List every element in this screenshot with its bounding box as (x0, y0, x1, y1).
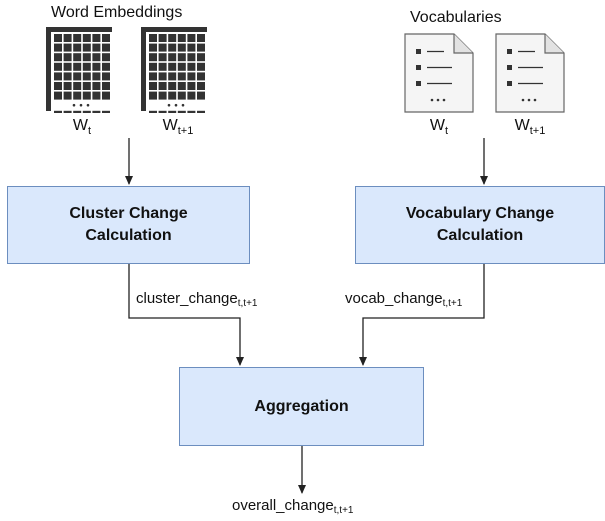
matrix-icon (141, 27, 207, 113)
vocab-box-line1: Vocabulary Change (405, 205, 555, 222)
embedding-label-t: Wt (72, 117, 92, 137)
vocab-box-line2: Calculation (436, 227, 524, 244)
document-icon (495, 33, 565, 113)
cluster-box-line2: Calculation (85, 227, 172, 244)
vocab-change-edge-label: vocab_changet,t+1 (345, 290, 463, 309)
overall-change-output-label: overall_changet,t+1 (232, 497, 354, 516)
vocab-label-t1: Wt+1 (514, 117, 546, 137)
vocabularies-title: Vocabularies (410, 9, 502, 26)
vocab-label-t: Wt (429, 117, 449, 137)
embeddings-title: Word Embeddings (51, 4, 183, 21)
aggregation-label: Aggregation (254, 397, 349, 415)
document-icon (404, 33, 474, 113)
aggregation-box: Aggregation (179, 367, 424, 446)
arrow-vocabchange-to-aggregation (359, 264, 485, 366)
cluster-change-box: Cluster Change Calculation (7, 186, 250, 264)
arrow-cluster-to-aggregation (128, 264, 244, 366)
matrix-icon (46, 27, 112, 113)
cluster-change-edge-label: cluster_changet,t+1 (136, 290, 258, 309)
embedding-label-t1: Wt+1 (162, 117, 194, 137)
vocabulary-change-box: Vocabulary Change Calculation (355, 186, 605, 264)
cluster-box-line1: Cluster Change (69, 205, 188, 222)
